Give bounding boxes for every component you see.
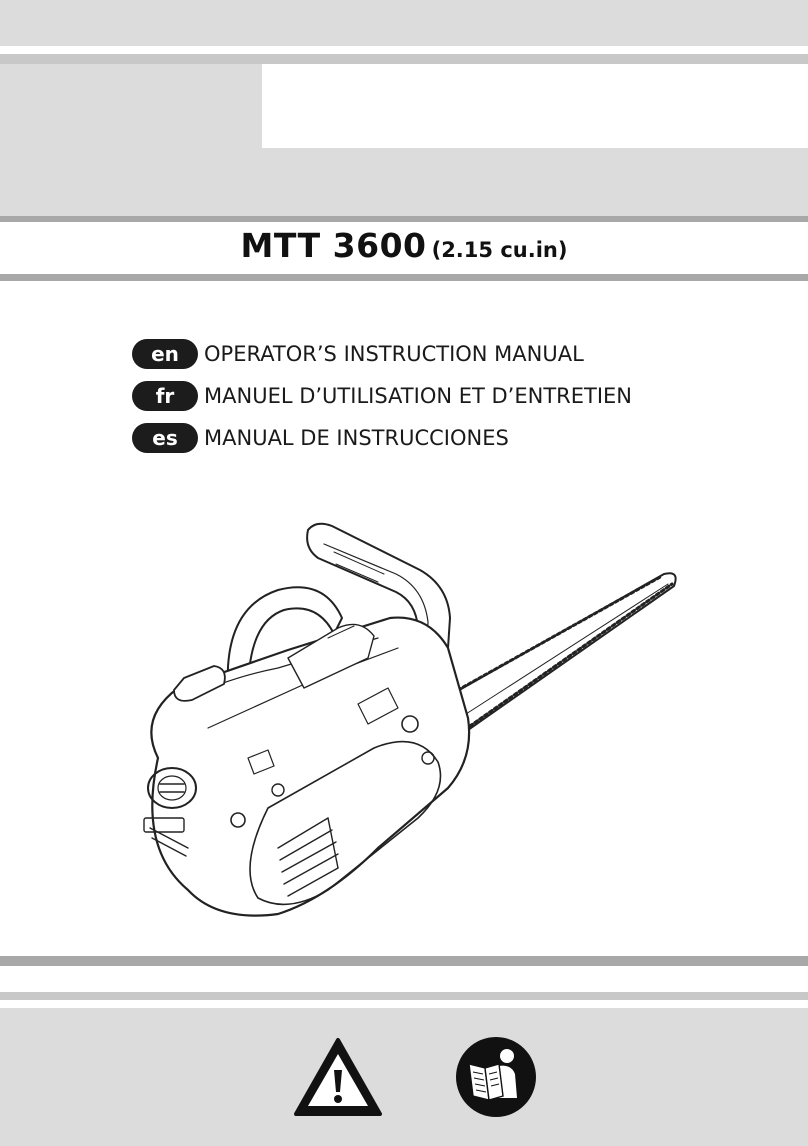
bottom-gap xyxy=(0,1000,808,1008)
top-separator xyxy=(0,46,808,54)
language-badge: en xyxy=(132,339,198,369)
language-title: MANUAL DE INSTRUCCIONES xyxy=(204,426,509,450)
chainsaw-illustration xyxy=(143,522,677,917)
bottom-rule xyxy=(0,956,808,966)
bottom-separator xyxy=(0,966,808,992)
title-strip xyxy=(0,222,808,274)
header-white-box xyxy=(262,64,808,148)
language-row-en: en OPERATOR’S INSTRUCTION MANUAL xyxy=(132,338,584,370)
model-name: MTT 3600 xyxy=(240,226,427,265)
displacement: (2.15 cu.in) xyxy=(431,238,568,262)
read-manual-icon xyxy=(456,1037,536,1117)
language-title: OPERATOR’S INSTRUCTION MANUAL xyxy=(204,342,584,366)
top-rule xyxy=(0,54,808,64)
language-row-es: es MANUAL DE INSTRUCCIONES xyxy=(132,422,509,454)
bottom-thin-rule xyxy=(0,992,808,1000)
page-title: MTT 3600 (2.15 cu.in) xyxy=(0,226,808,265)
language-badge: es xyxy=(132,423,198,453)
title-top-rule xyxy=(0,216,808,222)
language-row-fr: fr MANUEL D’UTILISATION ET D’ENTRETIEN xyxy=(132,380,632,412)
footer-gray-block xyxy=(0,1008,808,1146)
language-badge: fr xyxy=(132,381,198,411)
warning-icon xyxy=(294,1038,382,1116)
top-gray-band xyxy=(0,0,808,46)
title-bottom-rule xyxy=(0,274,808,281)
language-title: MANUEL D’UTILISATION ET D’ENTRETIEN xyxy=(204,384,633,408)
